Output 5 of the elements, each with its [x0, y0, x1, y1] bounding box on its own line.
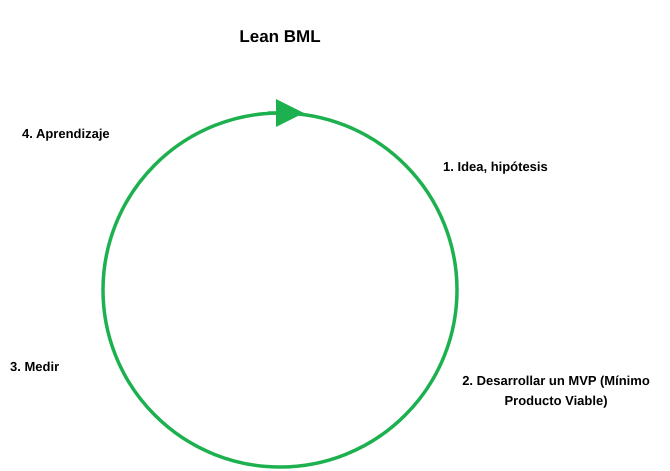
diagram-title: Lean BML — [238, 26, 322, 48]
step-label: 3. Medir — [10, 358, 60, 376]
step-label: 1. Idea, hipótesis — [443, 158, 549, 176]
step-label: 4. Aprendizaje — [22, 125, 111, 143]
step-label: 2. Desarrollar un MVP (Mínimo Producto Viable) — [461, 372, 651, 410]
